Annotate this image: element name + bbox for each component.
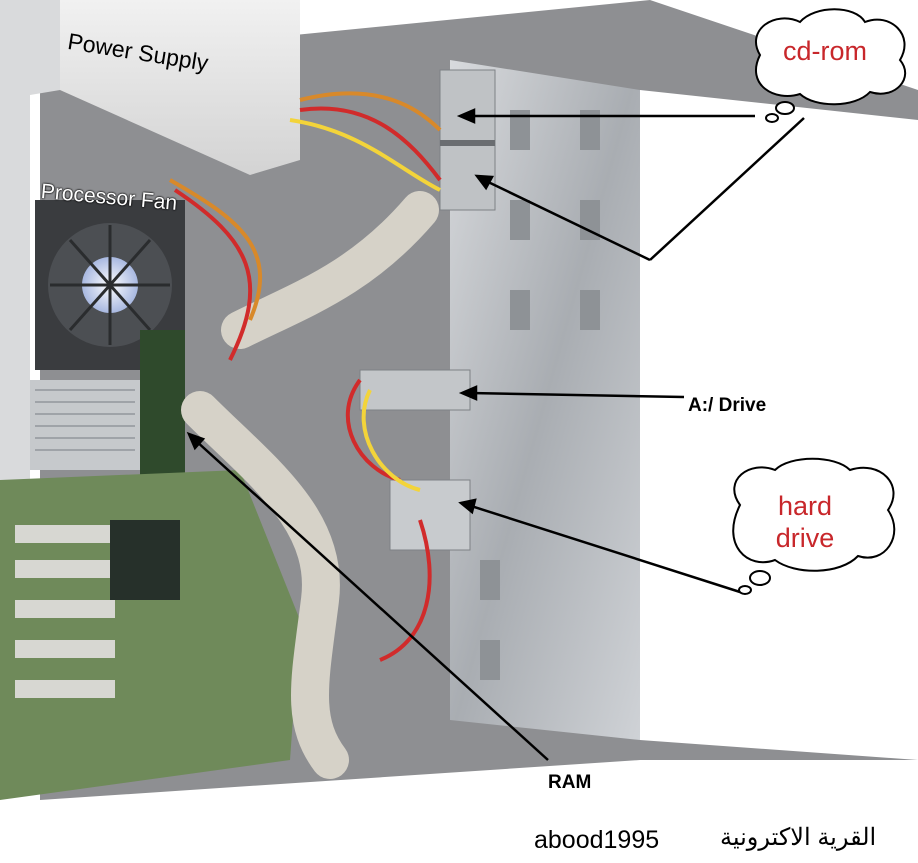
caption-arabic: القرية الاكترونية: [720, 824, 877, 851]
hard-drive: [389, 479, 471, 551]
ram-module: [140, 330, 185, 480]
hard-drive-callout: hard drive: [735, 490, 875, 554]
power-cables: [169, 91, 442, 662]
motherboard: [0, 470, 300, 800]
ram-label: RAM: [548, 772, 592, 793]
caption-author: abood1995: [534, 826, 660, 854]
cloud-hard-drive: [732, 457, 896, 595]
a-drive-label: A:/ Drive: [688, 395, 767, 416]
cdrom-callout-text: cd-rom: [782, 36, 867, 66]
ribbon-cables: [181, 191, 439, 779]
hard-drive-callout-line2: drive: [775, 523, 835, 553]
pointer-arrows: [186, 108, 805, 761]
cloud-cdrom: [755, 8, 907, 123]
floppy-drive: [359, 369, 471, 411]
hard-drive-callout-line1: hard: [777, 491, 833, 521]
power-supply: [60, 0, 300, 175]
